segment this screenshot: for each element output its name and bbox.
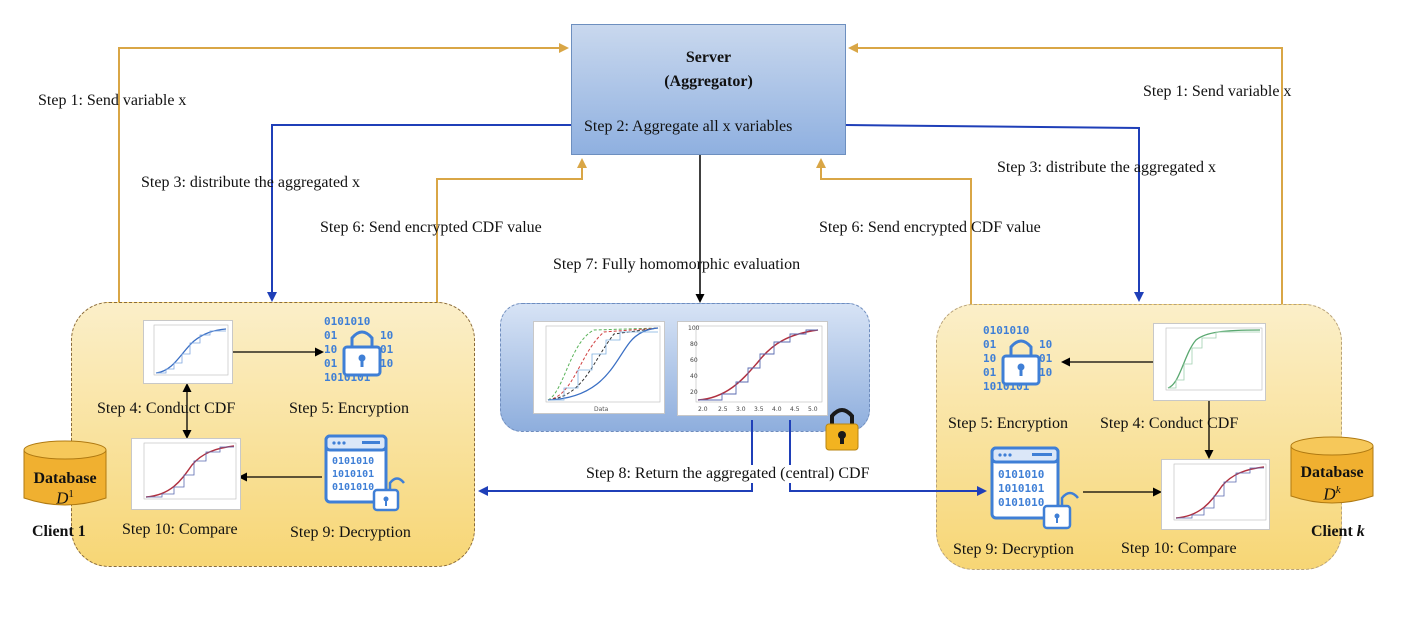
clientk-step9-label: Step 9: Decryption [953, 541, 1074, 558]
clientk-database-icon [1289, 436, 1375, 508]
fhe-multi-cdf-curves-icon: Data [545, 325, 661, 413]
clientk-cdf-curve-icon [1165, 327, 1263, 391]
step6-right-label: Step 6: Send encrypted CDF value [819, 219, 1041, 236]
svg-text:01: 01 [380, 343, 394, 356]
svg-text:80: 80 [690, 341, 698, 348]
server-box: Server (Aggregator) [571, 24, 846, 155]
client1-database-symbol: D1 [25, 488, 105, 509]
client1-database-icon [22, 440, 108, 510]
svg-text:0101010: 0101010 [983, 324, 1029, 337]
svg-text:10: 10 [1039, 366, 1052, 379]
client1-step10-label: Step 10: Compare [122, 521, 238, 538]
clientk-database-label: Database [1300, 464, 1364, 481]
client1-cdf-chart [143, 320, 233, 384]
svg-text:100: 100 [688, 325, 700, 332]
svg-text:40: 40 [690, 373, 698, 380]
step8-right-arrow [789, 420, 987, 496]
step3-left-label: Step 3: distribute the aggregated x [141, 174, 361, 191]
svg-text:60: 60 [690, 357, 698, 364]
svg-text:3.5: 3.5 [754, 406, 764, 413]
server-title: Server [685, 49, 732, 66]
svg-text:01: 01 [983, 366, 997, 379]
svg-text:01: 01 [324, 329, 338, 342]
step8-label: Step 8: Return the aggregated (central) … [586, 465, 870, 483]
clientk-compare-curve-icon [1173, 463, 1267, 521]
clientk-name-text: Client [1311, 523, 1357, 540]
step3-left-arrow [267, 124, 571, 302]
svg-text:10: 10 [324, 343, 337, 356]
step8-left-arrow [478, 420, 753, 496]
client1-step9-label: Step 9: Decryption [290, 524, 411, 541]
client1-cdf-curve-icon [153, 324, 229, 376]
clientk-compare-chart [1161, 459, 1270, 530]
svg-text:2.0: 2.0 [698, 406, 708, 413]
svg-text:1010101: 1010101 [998, 482, 1045, 495]
step6-left-arrow [436, 158, 587, 302]
step6-right-arrow [816, 158, 972, 304]
clientk-database-symbol: Dk [1292, 484, 1372, 505]
svg-text:01: 01 [1039, 352, 1053, 365]
svg-text:2.5: 2.5 [718, 406, 728, 413]
clientk-db-symbol-letter: D [1323, 484, 1336, 504]
client1-compare-curve-icon [143, 442, 237, 500]
clientk-step5-label: Step 5: Encryption [948, 415, 1068, 432]
clientk-name: Client k [1311, 523, 1365, 541]
svg-text:0101010: 0101010 [998, 468, 1044, 481]
svg-text:10: 10 [380, 357, 393, 370]
fhe-central-cdf-chart: 100 80 60 40 20 2.0 2.5 3.0 3.5 4.0 4.5 5.0 [677, 321, 828, 416]
step2-label: Step 2: Aggregate all x variables [584, 118, 793, 135]
fhe-lock-icon [822, 402, 862, 452]
svg-text:0101010: 0101010 [332, 456, 374, 467]
svg-text:10: 10 [1039, 338, 1052, 351]
svg-text:4.5: 4.5 [790, 406, 800, 413]
client1-database-label: Database [33, 470, 97, 487]
svg-text:0101010: 0101010 [332, 482, 374, 493]
svg-text:20: 20 [690, 389, 698, 396]
clientk-cdf-chart [1153, 323, 1266, 401]
step6-left-label: Step 6: Send encrypted CDF value [320, 219, 542, 236]
clientk-step4-label: Step 4: Conduct CDF [1100, 415, 1239, 432]
svg-text:10: 10 [380, 329, 393, 342]
svg-text:10: 10 [983, 352, 996, 365]
client1-db-symbol-sup: 1 [68, 488, 74, 500]
step3-right-arrow [845, 124, 1144, 302]
svg-text:0101010: 0101010 [324, 315, 370, 328]
step3-right-label: Step 3: distribute the aggregated x [997, 159, 1217, 176]
clientk-db-symbol-sup: k [1335, 484, 1341, 496]
client1-compare-chart [131, 438, 241, 510]
svg-text:01: 01 [324, 357, 338, 370]
clientk-step10-label: Step 10: Compare [1121, 540, 1237, 557]
server-subtitle: (Aggregator) [664, 73, 753, 90]
step7-label: Step 7: Fully homomorphic evaluation [553, 256, 801, 273]
client1-decryption-icon: 0101010 1010101 0101010 [322, 434, 414, 514]
step1-right-arrow [848, 43, 1283, 304]
clientk-decryption-icon: 0101010 1010101 0101010 [988, 446, 1084, 532]
step1-right-label: Step 1: Send variable x [1143, 83, 1292, 100]
client1-step5-label: Step 5: Encryption [289, 400, 409, 417]
client1-db-symbol-letter: D [56, 488, 69, 508]
client-1-container [71, 302, 475, 567]
svg-text:3.0: 3.0 [736, 406, 746, 413]
svg-text:1010101: 1010101 [332, 469, 374, 480]
fhe-central-cdf-curve-icon: 100 80 60 40 20 2.0 2.5 3.0 3.5 4.0 4.5 5.0 [688, 325, 823, 413]
step1-left-label: Step 1: Send variable x [38, 92, 187, 109]
client-k-container [936, 304, 1342, 570]
svg-text:Data: Data [594, 406, 609, 413]
svg-text:0101010: 0101010 [998, 496, 1044, 509]
step1-left-arrow [118, 43, 569, 302]
client1-name: Client 1 [32, 523, 86, 540]
svg-text:4.0: 4.0 [772, 406, 782, 413]
svg-text:5.0: 5.0 [808, 406, 818, 413]
svg-text:01: 01 [983, 338, 997, 351]
client1-step4-label: Step 4: Conduct CDF [97, 400, 236, 417]
fhe-multi-cdf-chart: Data [533, 321, 665, 414]
clientk-name-suffix: k [1356, 523, 1365, 540]
